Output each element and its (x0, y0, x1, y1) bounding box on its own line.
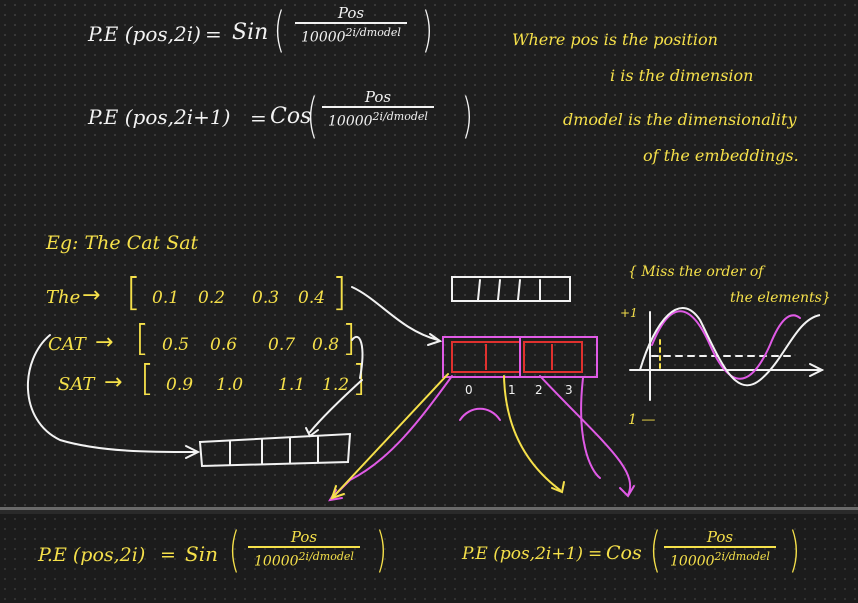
ink-strokes (26, 276, 825, 502)
bottom-panel: P.E (pos,2i) = Sin ( Pos 100002i/dmodel … (0, 514, 858, 603)
index: 1 (508, 383, 516, 397)
numerator: Pos (364, 88, 392, 106)
right-paren: ) (421, 2, 433, 58)
value: 0.7 (268, 335, 296, 355)
cos-fraction: Pos 100002i/dmodel (322, 88, 434, 129)
sine-curve (639, 307, 821, 387)
left-paren: ( (649, 522, 661, 578)
value: 0.8 (312, 335, 340, 355)
right-bracket: ] (342, 318, 357, 359)
cos-label: Cos (606, 542, 642, 564)
numerator: Pos (290, 528, 318, 546)
side-note-line-2: the elements} (730, 290, 831, 306)
left-paren: ( (228, 522, 240, 578)
value: 1.1 (278, 375, 306, 395)
cos-label: Cos (270, 104, 312, 129)
pe-cos-label: P.E (pos,2i+1) (462, 544, 584, 564)
pink-arrow-left (329, 375, 453, 501)
fraction-bar (664, 546, 776, 548)
numerator: Pos (706, 528, 734, 546)
right-paren: ) (375, 522, 387, 578)
sin-fraction: Pos 100002i/dmodel (295, 4, 407, 45)
pe-sin-label: P.E (pos,2i) (88, 22, 201, 46)
pe-sin-label: P.E (pos,2i) (38, 544, 146, 566)
equals-sign: = (250, 106, 267, 130)
fraction-bar (322, 106, 434, 108)
example-header: Eg: The Cat Sat (46, 232, 199, 254)
pink-arrow-right (539, 375, 631, 496)
word: The (46, 287, 81, 308)
arrow-icon: → (104, 370, 123, 395)
right-bracket: ] (332, 270, 347, 314)
section-divider (0, 507, 858, 510)
left-bracket: [ (126, 270, 141, 314)
cos-fraction: Pos 100002i/dmodel (664, 528, 776, 569)
word: CAT (48, 334, 86, 355)
output-vector-box (198, 432, 352, 468)
arrow-icon: → (82, 283, 101, 308)
denominator: 100002i/dmodel (254, 549, 354, 570)
index: 2 (535, 383, 543, 397)
minus-one-label: 1 — (628, 412, 656, 428)
right-bracket: ] (352, 358, 367, 399)
value: 0.6 (210, 335, 238, 355)
yellow-arrow-left (332, 373, 449, 498)
right-paren: ) (788, 522, 800, 578)
left-paren: ( (306, 88, 318, 144)
empty-vector-box (451, 276, 571, 302)
loop-arrow (26, 334, 197, 453)
arrow-to-vector (351, 286, 439, 341)
denominator: 100002i/dmodel (670, 549, 770, 570)
yellow-arrow-right (503, 375, 561, 491)
arrow-icon: → (95, 330, 114, 355)
value: 0.2 (198, 288, 226, 308)
left-paren: ( (273, 2, 285, 58)
equals-sign: = (205, 22, 222, 46)
index: 0 (465, 383, 473, 397)
value: 1.0 (216, 375, 244, 395)
sin-fraction: Pos 100002i/dmodel (248, 528, 360, 569)
pe-cell-right (523, 341, 583, 373)
note-line-2: i is the dimension (610, 66, 754, 85)
numerator: Pos (337, 4, 365, 22)
word: SAT (58, 374, 95, 395)
note-line-3: dmodel is the dimensionality (563, 110, 797, 129)
note-line-4: of the embeddings. (643, 146, 799, 165)
side-note-line-1: { Miss the order of (628, 264, 764, 280)
sin-label: Sin (185, 542, 218, 566)
value: 0.5 (162, 335, 190, 355)
section-divider-shadow (0, 510, 858, 516)
value: 0.3 (252, 288, 280, 308)
left-bracket: [ (135, 318, 150, 359)
value: 0.4 (298, 288, 326, 308)
left-bracket: [ (140, 358, 155, 399)
equals-sign: = (160, 544, 176, 566)
pe-cos-label: P.E (pos,2i+1) (88, 105, 231, 129)
value: 0.9 (166, 375, 194, 395)
fraction-bar (248, 546, 360, 548)
value: 0.1 (152, 288, 180, 308)
fraction-bar (295, 22, 407, 24)
right-paren: ) (461, 88, 473, 144)
denominator: 100002i/dmodel (328, 109, 428, 130)
plus-one-label: +1 (620, 306, 638, 320)
note-line-1: Where pos is the position (512, 30, 718, 49)
arrow-to-output (309, 379, 363, 433)
value: 1.2 (322, 375, 350, 395)
sin-label: Sin (232, 20, 269, 45)
denominator: 100002i/dmodel (301, 25, 401, 46)
equals-sign: = (588, 544, 603, 564)
index: 3 (565, 383, 573, 397)
